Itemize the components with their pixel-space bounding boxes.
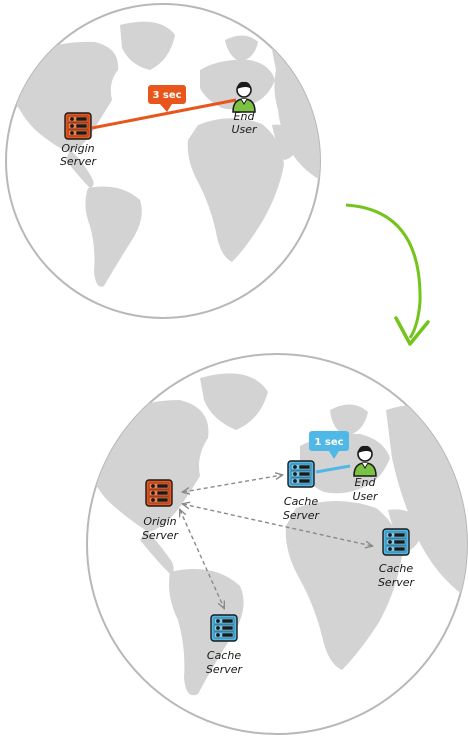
top-latency-line [91, 98, 237, 130]
bottom-globe: 1 sec Origin Server Cache Server End Use… [86, 353, 468, 735]
link-origin-to-south-america-cache [180, 510, 224, 608]
top-globe: 3 sec Origin Server End User [5, 3, 321, 319]
europe-cache-label-line1: Cache [284, 495, 318, 508]
bottom-origin-server-icon [145, 479, 173, 507]
bottom-origin-label-line1: Origin [143, 515, 176, 528]
top-origin-label-line1: Origin [61, 142, 94, 155]
asia-cache-server-icon [382, 528, 410, 556]
bottom-latency-line [315, 464, 351, 474]
bottom-connections [180, 475, 372, 608]
south-america-cache-label-line1: Cache [207, 649, 241, 662]
transition-arrow-icon [345, 203, 430, 346]
link-origin-to-asia-cache [183, 504, 372, 546]
bottom-origin-label-line2: Server [142, 529, 180, 542]
europe-cache-server-icon [287, 460, 315, 488]
bottom-latency-badge: 1 sec [309, 431, 349, 459]
bottom-user-label-line2: User [352, 490, 379, 503]
top-origin-server-icon [64, 112, 92, 140]
link-origin-to-europe-cache [183, 475, 282, 492]
top-latency-badge: 3 sec [148, 85, 186, 112]
bottom-user-label-line1: End [355, 476, 377, 489]
top-latency-badge-text: 3 sec [152, 90, 181, 101]
europe-cache-label-line2: Server [283, 509, 321, 522]
bottom-latency-badge-text: 1 sec [314, 437, 343, 448]
top-user-label-line2: User [231, 123, 258, 136]
south-america-cache-label-line2: Server [206, 663, 244, 676]
top-user-label-line1: End [234, 110, 256, 123]
top-origin-label-line2: Server [60, 155, 98, 168]
asia-cache-label-line2: Server [378, 576, 416, 589]
asia-cache-label-line1: Cache [379, 562, 413, 575]
south-america-cache-server-icon [210, 614, 238, 642]
